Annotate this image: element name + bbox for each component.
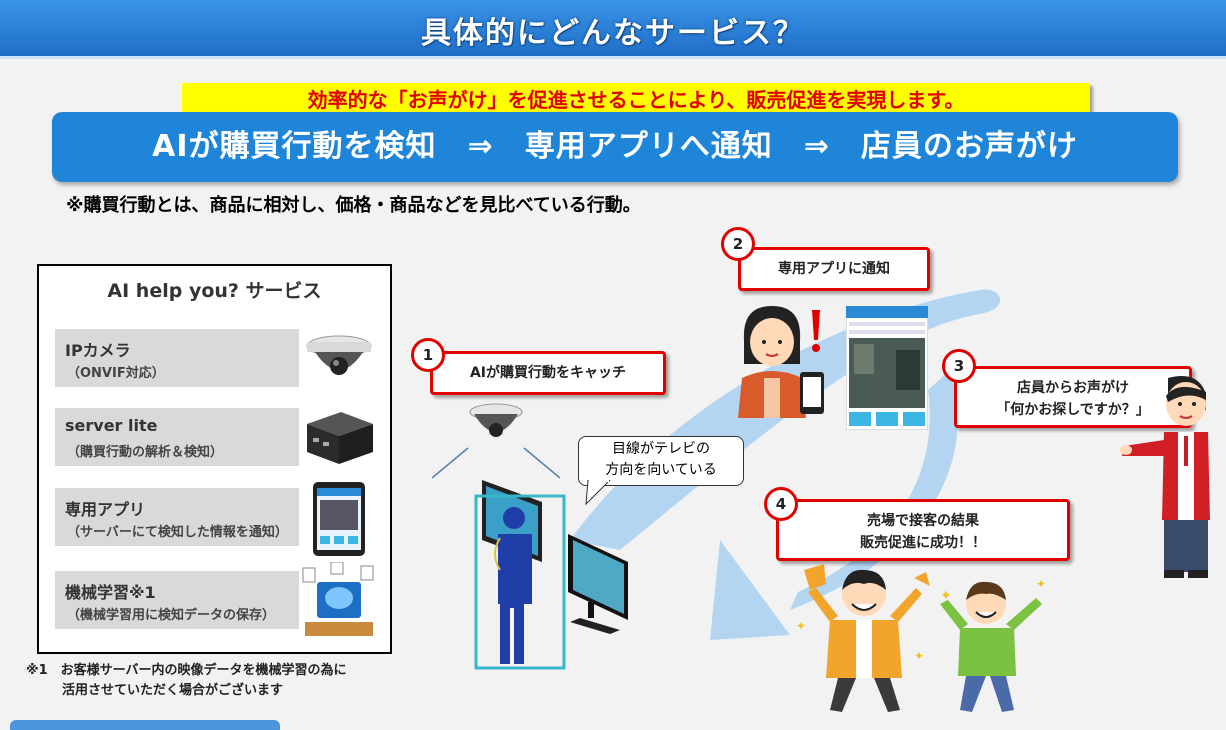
customer-watching-tv-figure (470, 474, 640, 674)
service-box-header: AI help you? サービス (39, 276, 390, 303)
step-2-callout: 専用アプリに通知 (738, 247, 930, 291)
tablet-app-icon (311, 480, 367, 558)
bottom-tab (10, 720, 280, 730)
staff-with-smartphone-figure (728, 300, 838, 420)
service-item-name: server lite (65, 416, 157, 435)
step-4-line-2: 販売促進に成功！！ (779, 532, 1067, 552)
definition-note: ※購買行動とは、商品に相対し、価格・商品などを見比べている行動。 (66, 191, 641, 217)
ceiling-camera-icon (428, 402, 564, 482)
service-item-name: 専用アプリ (65, 496, 145, 520)
footnote-line-1: ※1 お客様サーバー内の映像データを機械学習の為に (26, 661, 347, 681)
footnote-line-2: 活用させていただく場合がございます (26, 681, 347, 701)
flow-text: AIが購買行動を検知 ⇒ 専用アプリへ通知 ⇒ 店員のお声がけ (52, 112, 1178, 182)
step-4-badge: 4 (764, 487, 798, 521)
flow-banner: AIが購買行動を検知 ⇒ 専用アプリへ通知 ⇒ 店員のお声がけ (52, 112, 1178, 182)
service-item-app: 専用アプリ （サーバーにて検知した情報を通知） (55, 488, 299, 546)
machine-learning-icon (301, 562, 377, 642)
svg-text:✦: ✦ (940, 588, 952, 604)
bubble-line-1: 目線がテレビの (579, 439, 743, 460)
step-1-text: AIが購買行動をキャッチ (470, 365, 626, 381)
step-4-line-1: 売場で接客の結果 (779, 510, 1067, 530)
store-clerk-figure (1118, 370, 1226, 580)
service-item-ml: 機械学習※1 （機械学習用に検知データの保存） (55, 571, 299, 629)
step-2-badge: 2 (721, 227, 755, 261)
service-item-desc: （機械学習用に検知データの保存） (67, 604, 275, 623)
service-item-server: server lite （購買行動の解析＆検知） (55, 408, 299, 466)
step-3-badge: 3 (942, 349, 976, 383)
server-box-icon (301, 404, 377, 468)
page-title: 具体的にどんなサービス？ (0, 8, 1226, 52)
service-item-desc: （購買行動の解析＆検知） (67, 441, 223, 460)
service-item-desc: （サーバーにて検知した情報を通知） (67, 521, 288, 540)
service-item-desc: （ONVIF対応） (67, 362, 165, 381)
step-1-badge: 1 (411, 338, 445, 372)
happy-customers-figure: ✦ ✦ ✦ ✦ (790, 560, 1060, 720)
service-item-name: 機械学習※1 (65, 579, 156, 603)
app-screen-mockup (846, 306, 928, 430)
service-item-ipcamera: IPカメラ （ONVIF対応） (55, 329, 299, 387)
svg-text:✦: ✦ (796, 619, 806, 633)
service-item-name: IPカメラ (65, 337, 131, 361)
service-box: AI help you? サービス IPカメラ （ONVIF対応） server… (37, 264, 392, 654)
step-4-callout: 売場で接客の結果 販売促進に成功！！ (776, 499, 1070, 561)
svg-text:✦: ✦ (1036, 577, 1046, 591)
title-bar: 具体的にどんなサービス？ (0, 0, 1226, 59)
dome-camera-icon (303, 328, 375, 386)
svg-text:✦: ✦ (914, 649, 924, 663)
step-1-callout: AIが購買行動をキャッチ (430, 351, 666, 395)
step-2-text: 専用アプリに通知 (778, 261, 890, 277)
footnote: ※1 お客様サーバー内の映像データを機械学習の為に 活用させていただく場合がござ… (26, 661, 347, 701)
